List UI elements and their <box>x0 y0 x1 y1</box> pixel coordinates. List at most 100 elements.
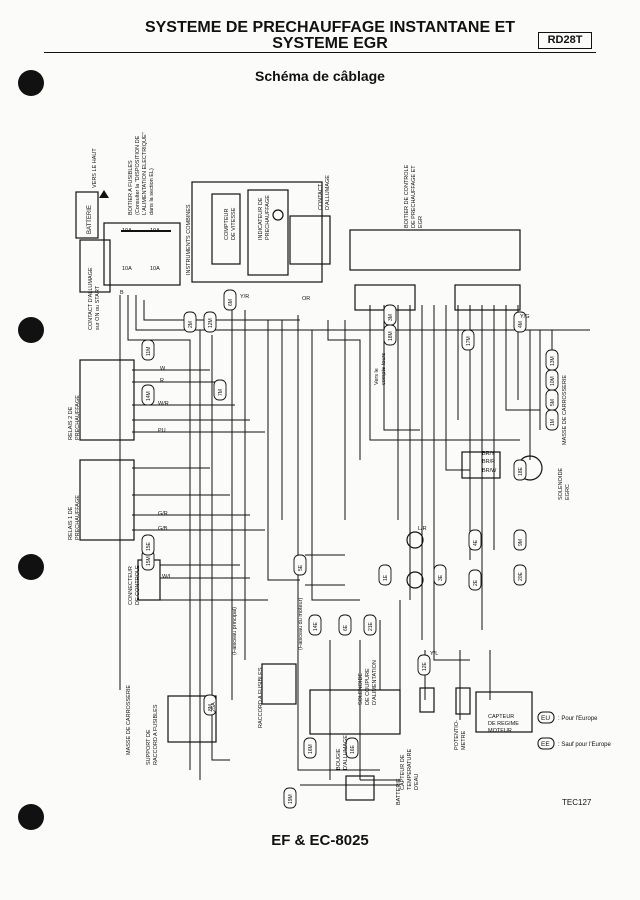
fuse-rating: 10A <box>122 228 132 234</box>
wire-color-code: BR/W <box>482 468 497 474</box>
connector-tag-oval <box>513 311 527 333</box>
wire-color-code: R <box>160 378 164 384</box>
connector-tag: 9M <box>518 539 524 546</box>
connector-tag: 18M <box>388 331 394 341</box>
contact-allumage-box <box>79 239 111 293</box>
solenoide-coupure-label: D'ALIMENTATION <box>372 660 378 705</box>
page-title-line2: SYSTEME EGR <box>272 35 388 52</box>
boitier-fusibles-label: (Consulter la "DISPOSITION DE <box>135 135 141 215</box>
connector-tag: 16E <box>350 744 356 754</box>
wire-color-code: G/B <box>158 526 168 532</box>
connector-tag: 5M <box>550 399 556 406</box>
boitier-controle-label: DE PRECHAUFFAGE ET <box>411 165 417 228</box>
boitier-controle-label: EGR <box>418 216 424 228</box>
potentiometre-label: POTENTIO- <box>454 720 460 750</box>
header-rule <box>44 52 596 53</box>
indicator-lamp-circle <box>272 209 284 221</box>
connector-tag: 8M <box>208 704 214 711</box>
connector-tag-oval <box>513 459 527 481</box>
solenoide-egrc-label: SOLENOIDE <box>558 468 564 500</box>
boitier-fusibles-label: BOITIER A FUSIBLES <box>128 160 134 215</box>
relais1-label: PRECHAUFFAGE <box>75 495 81 540</box>
vers-compte-tours-label: Vers le <box>374 368 380 385</box>
connecteur-controle-label: CONNECTEUR <box>128 566 134 605</box>
connector-tag: 11M <box>146 347 152 356</box>
fuse-box <box>103 222 181 286</box>
relais2-box <box>79 359 135 441</box>
instruments-combines-label: INSTRUMENTS COMBINES <box>186 204 192 275</box>
connector-tag: 21E <box>368 621 374 631</box>
injector-solenoid-circle <box>406 531 424 549</box>
wire-color-code: Y/L <box>430 651 438 657</box>
contact-allumage-on-label: CONTACT D'ALLUMAGE <box>88 267 94 330</box>
connector-tag-oval <box>363 614 377 636</box>
relais2-label: RELAIS 2 DE <box>68 406 74 440</box>
fuse-rating: 10A <box>150 228 160 234</box>
connector-tag: 6E <box>343 624 349 631</box>
batterie-bottom-block <box>345 775 375 801</box>
drawing-code: TEC127 <box>562 798 592 807</box>
indicateur-label: INDICATEUR DE <box>258 197 264 240</box>
instruments-combines-box <box>191 181 323 283</box>
injector-solenoid-circle <box>406 571 424 589</box>
compteur-label: COMPTEUR <box>224 209 230 241</box>
connector-tag: 13M <box>550 356 556 366</box>
connector-tag: 12E <box>422 661 428 671</box>
boitier-controle-label: BOITIER DE CONTROLE <box>404 164 410 228</box>
solenoide-coupure-label: DE COUPURE <box>365 668 371 705</box>
contact-allumage-on-label: sur ON ou START <box>95 285 101 330</box>
egrc-solenoid-connector <box>461 451 501 479</box>
connector-tag-oval <box>141 534 155 556</box>
connector-tag: 6M <box>228 299 234 306</box>
temperature-sensor-body <box>419 687 435 713</box>
connector-tag: 1M <box>550 419 556 426</box>
connector-tag-oval <box>183 311 197 333</box>
binder-hole <box>18 804 44 830</box>
connector-tag: 14E <box>313 621 319 631</box>
wire-color-code: W <box>160 366 166 372</box>
fuse-rating: 25A <box>211 702 217 712</box>
connector-tag-oval <box>513 564 527 586</box>
diagram-subtitle: Schéma de câblage <box>255 68 385 84</box>
connector-tag-oval <box>223 289 237 311</box>
connector-tag: 3M <box>388 314 394 321</box>
vers-compte-tours-label: compte-tours <box>381 353 387 385</box>
egr-control-connector <box>354 284 416 311</box>
wire-color-code: OR <box>302 296 310 302</box>
capteur-regime-label: CAPTEUR <box>488 714 514 720</box>
connector-tag-oval <box>417 654 431 676</box>
wire-color-code: L/R <box>418 526 427 532</box>
batterie-label: BATTERIE <box>87 205 93 234</box>
wire-color-code: PU <box>158 428 166 434</box>
connector-tag: 4E <box>473 539 479 546</box>
connector-tag-oval <box>303 737 317 759</box>
connector-tag: 2E <box>473 579 479 586</box>
connector-tag-oval <box>203 311 217 333</box>
wire-color-code: BR/R <box>482 459 495 465</box>
connector-tag-oval <box>213 379 227 401</box>
connector-tag-oval <box>283 787 297 809</box>
legend-code: EU <box>541 715 550 722</box>
connector-tag-oval <box>378 564 392 586</box>
connector-tag: 14M <box>146 391 152 401</box>
capteur-temperature-label: D'EAU <box>414 774 420 790</box>
capteur-regime-label: MOTEUR <box>488 728 512 734</box>
indicateur-prechauffage-box <box>247 189 289 276</box>
vers-le-haut-arrow <box>99 190 109 198</box>
connector-tag: 2M <box>188 321 194 328</box>
masse-carrosserie-label-2: MASSE DE CARROSSERIE <box>126 685 132 755</box>
connector-tag: 12M <box>208 318 214 328</box>
boitier-fusibles-label: L'ALIMENTATION ELECTRIQUE" <box>142 132 148 215</box>
legend-code-badge <box>537 737 555 750</box>
connector-tag: 15M <box>146 556 152 566</box>
page-title-line1: SYSTEME DE PRECHAUFFAGE INSTANTANE ET <box>144 19 516 36</box>
masse-carrosserie-label: MASSE DE CARROSSERIE <box>562 375 568 445</box>
bougie-label: D'ALLUMAGE <box>343 735 349 770</box>
connector-tag: 5E <box>298 564 304 571</box>
potentiometre-label: METRE <box>461 730 467 750</box>
bougie-block <box>309 689 401 735</box>
raccord-fusibles-block <box>261 663 297 705</box>
connector-tag: 18E <box>518 466 524 476</box>
connector-tag-oval <box>513 529 527 551</box>
